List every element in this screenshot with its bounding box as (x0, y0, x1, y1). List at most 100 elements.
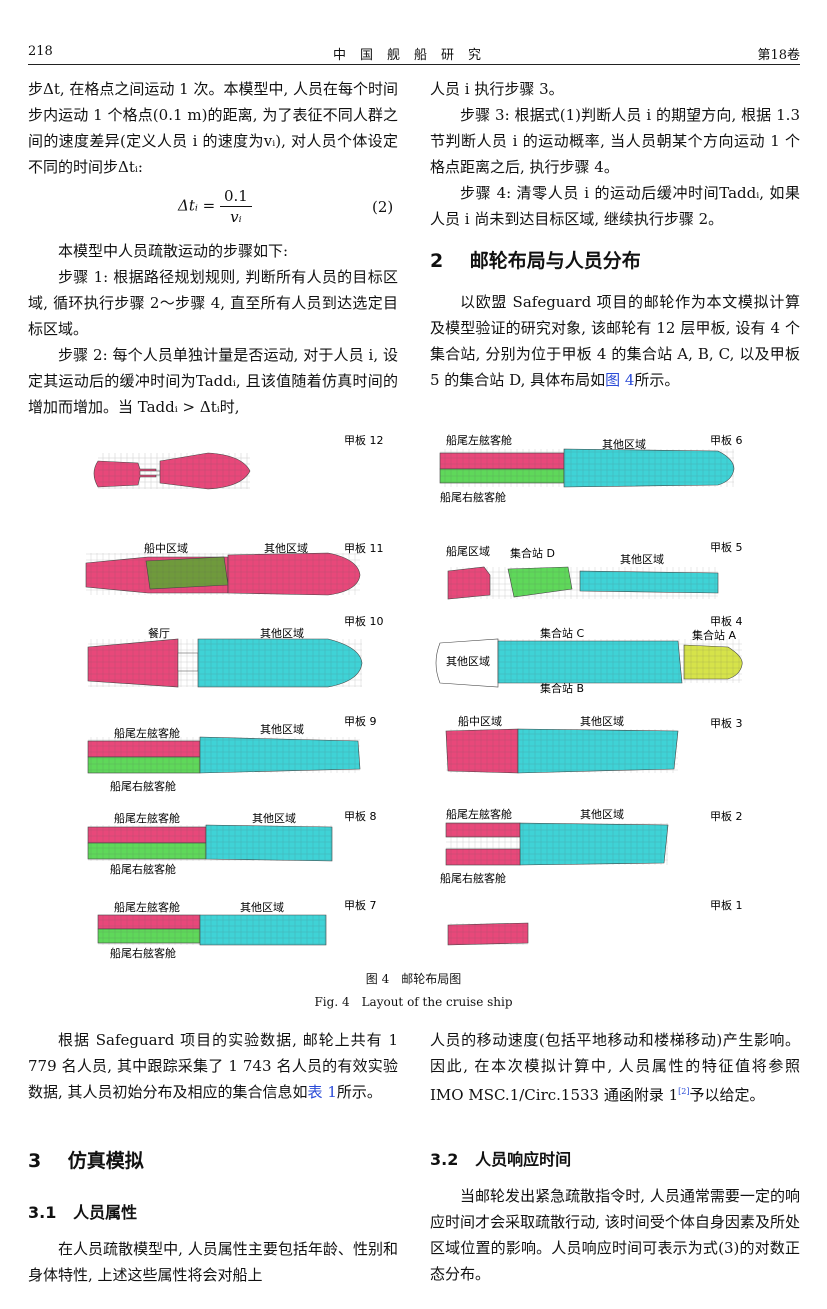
equation-denominator: vᵢ (230, 208, 242, 226)
deck-area-label: 船尾右舷客舱 (110, 862, 176, 876)
deck-area-label: 集合站 B (540, 681, 584, 695)
deck-1-plan (447, 922, 529, 946)
paragraph: 人员 i 执行步骤 3。 (430, 80, 564, 98)
deck-5-plan (447, 566, 719, 600)
paragraph: 当邮轮发出紧急疏散指令时, 人员通常需要一定的响应时间才会采取疏散行动, 该时间… (430, 1187, 800, 1283)
deck-7-plan (97, 914, 327, 946)
paragraph: 步骤 2: 每个人员单独计量是否运动, 对于人员 i, 设定其运动后的缓冲时间为… (28, 346, 398, 416)
section-number: 2 (430, 250, 444, 272)
deck-area-label: 其他区域 (240, 901, 284, 914)
subsection-number: 3.1 (28, 1203, 57, 1222)
deck-area-label: 船尾右舷客舱 (440, 490, 506, 504)
deck-area-label: 其他区域 (620, 553, 664, 566)
deck-6-plan (439, 448, 735, 488)
deck-label: 甲板 3 (710, 716, 743, 730)
deck-area-label: 其他区域 (580, 715, 624, 728)
deck-area-label: 船尾左舷客舱 (114, 900, 180, 914)
equation-numerator: 0.1 (220, 186, 252, 207)
paragraph: 在人员疏散模型中, 人员属性主要包括年龄、性别和身体特性, 上述这些属性将会对船… (28, 1240, 398, 1284)
paragraph: 步骤 1: 根据路径规划规则, 判断所有人员的目标区域, 循环执行步骤 2～步骤… (28, 268, 398, 338)
subsection-number: 3.2 (430, 1150, 459, 1169)
section-title: 邮轮布局与人员分布 (469, 250, 641, 272)
deck-label: 甲板 2 (710, 809, 743, 823)
left-column-bottom: 根据 Safeguard 项目的实验数据, 邮轮上共有 1 779 名人员, 其… (28, 1027, 398, 1105)
deck-area-label: 船中区域 (144, 541, 188, 555)
deck-2-plan (445, 822, 669, 866)
deck-area-label: 集合站 A (692, 628, 736, 642)
subsection-heading-3-1: 3.1 人员属性 (28, 1199, 137, 1223)
deck-area-label: 集合站 C (540, 626, 584, 640)
section-number: 3 (28, 1150, 42, 1172)
deck-area-label: 船尾左舷客舱 (446, 807, 512, 821)
deck-label: 甲板 9 (344, 714, 377, 728)
figure-caption-cn: 图 4 邮轮布局图 (365, 972, 462, 986)
paragraph: 步骤 4: 清零人员 i 的运动后缓冲时间Taddᵢ, 如果人员 i 尚未到达目… (430, 184, 800, 228)
deck-area-label: 其他区域 (446, 655, 490, 668)
deck-label: 甲板 8 (344, 809, 377, 823)
deck-10-plan (87, 638, 363, 688)
left-column-steps: 本模型中人员疏散运动的步骤如下: 步骤 1: 根据路径规划规则, 判断所有人员的… (28, 238, 398, 420)
deck-9-plan (87, 736, 361, 774)
paragraph: 以欧盟 Safeguard 项目的邮轮作为本文模拟计算及模型验证的研究对象, 该… (430, 289, 800, 393)
subsection-heading-3-2: 3.2 人员响应时间 (430, 1146, 571, 1170)
deck-area-label: 船尾左舷客舱 (114, 811, 180, 825)
equation-fraction: 0.1 vᵢ (220, 186, 252, 227)
paragraph: 本模型中人员疏散运动的步骤如下: (58, 242, 289, 260)
deck-area-label: 其他区域 (602, 438, 646, 451)
deck-label: 甲板 6 (710, 433, 743, 447)
deck-area-label: 其他区域 (264, 542, 308, 555)
left-column-3-1: 在人员疏散模型中, 人员属性主要包括年龄、性别和身体特性, 上述这些属性将会对船… (28, 1236, 398, 1288)
deck-3-plan (445, 728, 679, 774)
section-title: 仿真模拟 (67, 1150, 144, 1172)
paragraph-text: 根据 Safeguard 项目的实验数据, 邮轮上共有 1 779 名人员, 其… (28, 1031, 398, 1101)
deck-area-label: 其他区域 (260, 627, 304, 640)
paragraph: 根据 Safeguard 项目的实验数据, 邮轮上共有 1 779 名人员, 其… (28, 1027, 398, 1105)
deck-area-label: 其他区域 (260, 723, 304, 736)
deck-11-plan (85, 552, 361, 596)
paragraph-text: 所示。 (634, 371, 680, 389)
deck-area-label: 船尾左舷客舱 (114, 726, 180, 740)
subsection-title: 人员响应时间 (475, 1150, 572, 1169)
journal-title: 中国舰船研究 (332, 48, 495, 63)
deck-label: 甲板 11 (344, 541, 384, 555)
running-header: 218 中国舰船研究 第18卷 (28, 44, 800, 64)
table-link[interactable]: 表 1 (307, 1083, 337, 1101)
deck-label: 甲板 7 (344, 898, 377, 912)
paragraph: 步骤 3: 根据式(1)判断人员 i 的期望方向, 根据 1.3 节判断人员 i… (430, 106, 800, 176)
right-column-section2: 以欧盟 Safeguard 项目的邮轮作为本文模拟计算及模型验证的研究对象, 该… (430, 289, 800, 393)
deck-area-label: 集合站 D (510, 546, 555, 560)
section-heading-3: 3 仿真模拟 (28, 1146, 144, 1173)
deck-label: 甲板 4 (710, 614, 743, 628)
paragraph: 步Δt, 在格点之间运动 1 次。本模型中, 人员在每个时间步内运动 1 个格点… (28, 80, 399, 176)
deck-area-label: 其他区域 (580, 808, 624, 821)
deck-area-label: 船尾右舷客舱 (440, 871, 506, 885)
equation-2: Δtᵢ = 0.1 vᵢ (178, 186, 252, 227)
deck-label: 甲板 5 (710, 540, 743, 554)
right-column-3-2: 当邮轮发出紧急疏散指令时, 人员通常需要一定的响应时间才会采取疏散行动, 该时间… (430, 1183, 800, 1287)
deck-label: 甲板 1 (710, 898, 743, 912)
paragraph-text: 所示。 (336, 1083, 382, 1101)
equation-number: (2) (372, 198, 394, 216)
left-column-top: 步Δt, 在格点之间运动 1 次。本模型中, 人员在每个时间步内运动 1 个格点… (28, 76, 398, 180)
reference-link[interactable]: [2] (678, 1087, 690, 1096)
section-heading-2: 2 邮轮布局与人员分布 (430, 246, 641, 273)
deck-4-plan (435, 638, 743, 688)
deck-area-label: 船尾左舷客舱 (446, 433, 512, 447)
deck-area-label: 其他区域 (252, 812, 296, 825)
deck-label: 甲板 10 (344, 614, 384, 628)
right-column-top: 人员 i 执行步骤 3。 步骤 3: 根据式(1)判断人员 i 的期望方向, 根… (430, 76, 800, 232)
subsection-title: 人员属性 (73, 1203, 138, 1222)
paragraph-text: 以欧盟 Safeguard 项目的邮轮作为本文模拟计算及模型验证的研究对象, 该… (430, 293, 800, 389)
equation-lhs: Δtᵢ = (178, 196, 216, 215)
deck-area-label: 船中区域 (458, 714, 502, 728)
paragraph-text: 人员的移动速度(包括平地移动和楼梯移动)产生影响。因此, 在本次模拟计算中, 人… (430, 1031, 800, 1104)
deck-label: 甲板 12 (344, 433, 384, 447)
figure-caption-en: Fig. 4 Layout of the cruise ship (314, 995, 513, 1009)
paragraph: 人员的移动速度(包括平地移动和楼梯移动)产生影响。因此, 在本次模拟计算中, 人… (430, 1027, 800, 1108)
figure-link[interactable]: 图 4 (605, 371, 635, 389)
paragraph-text: 予以给定。 (689, 1086, 765, 1104)
deck-area-label: 船尾右舷客舱 (110, 946, 176, 960)
header-rule (28, 64, 800, 65)
page-number: 218 (28, 44, 53, 59)
right-column-bottom: 人员的移动速度(包括平地移动和楼梯移动)产生影响。因此, 在本次模拟计算中, 人… (430, 1027, 800, 1108)
